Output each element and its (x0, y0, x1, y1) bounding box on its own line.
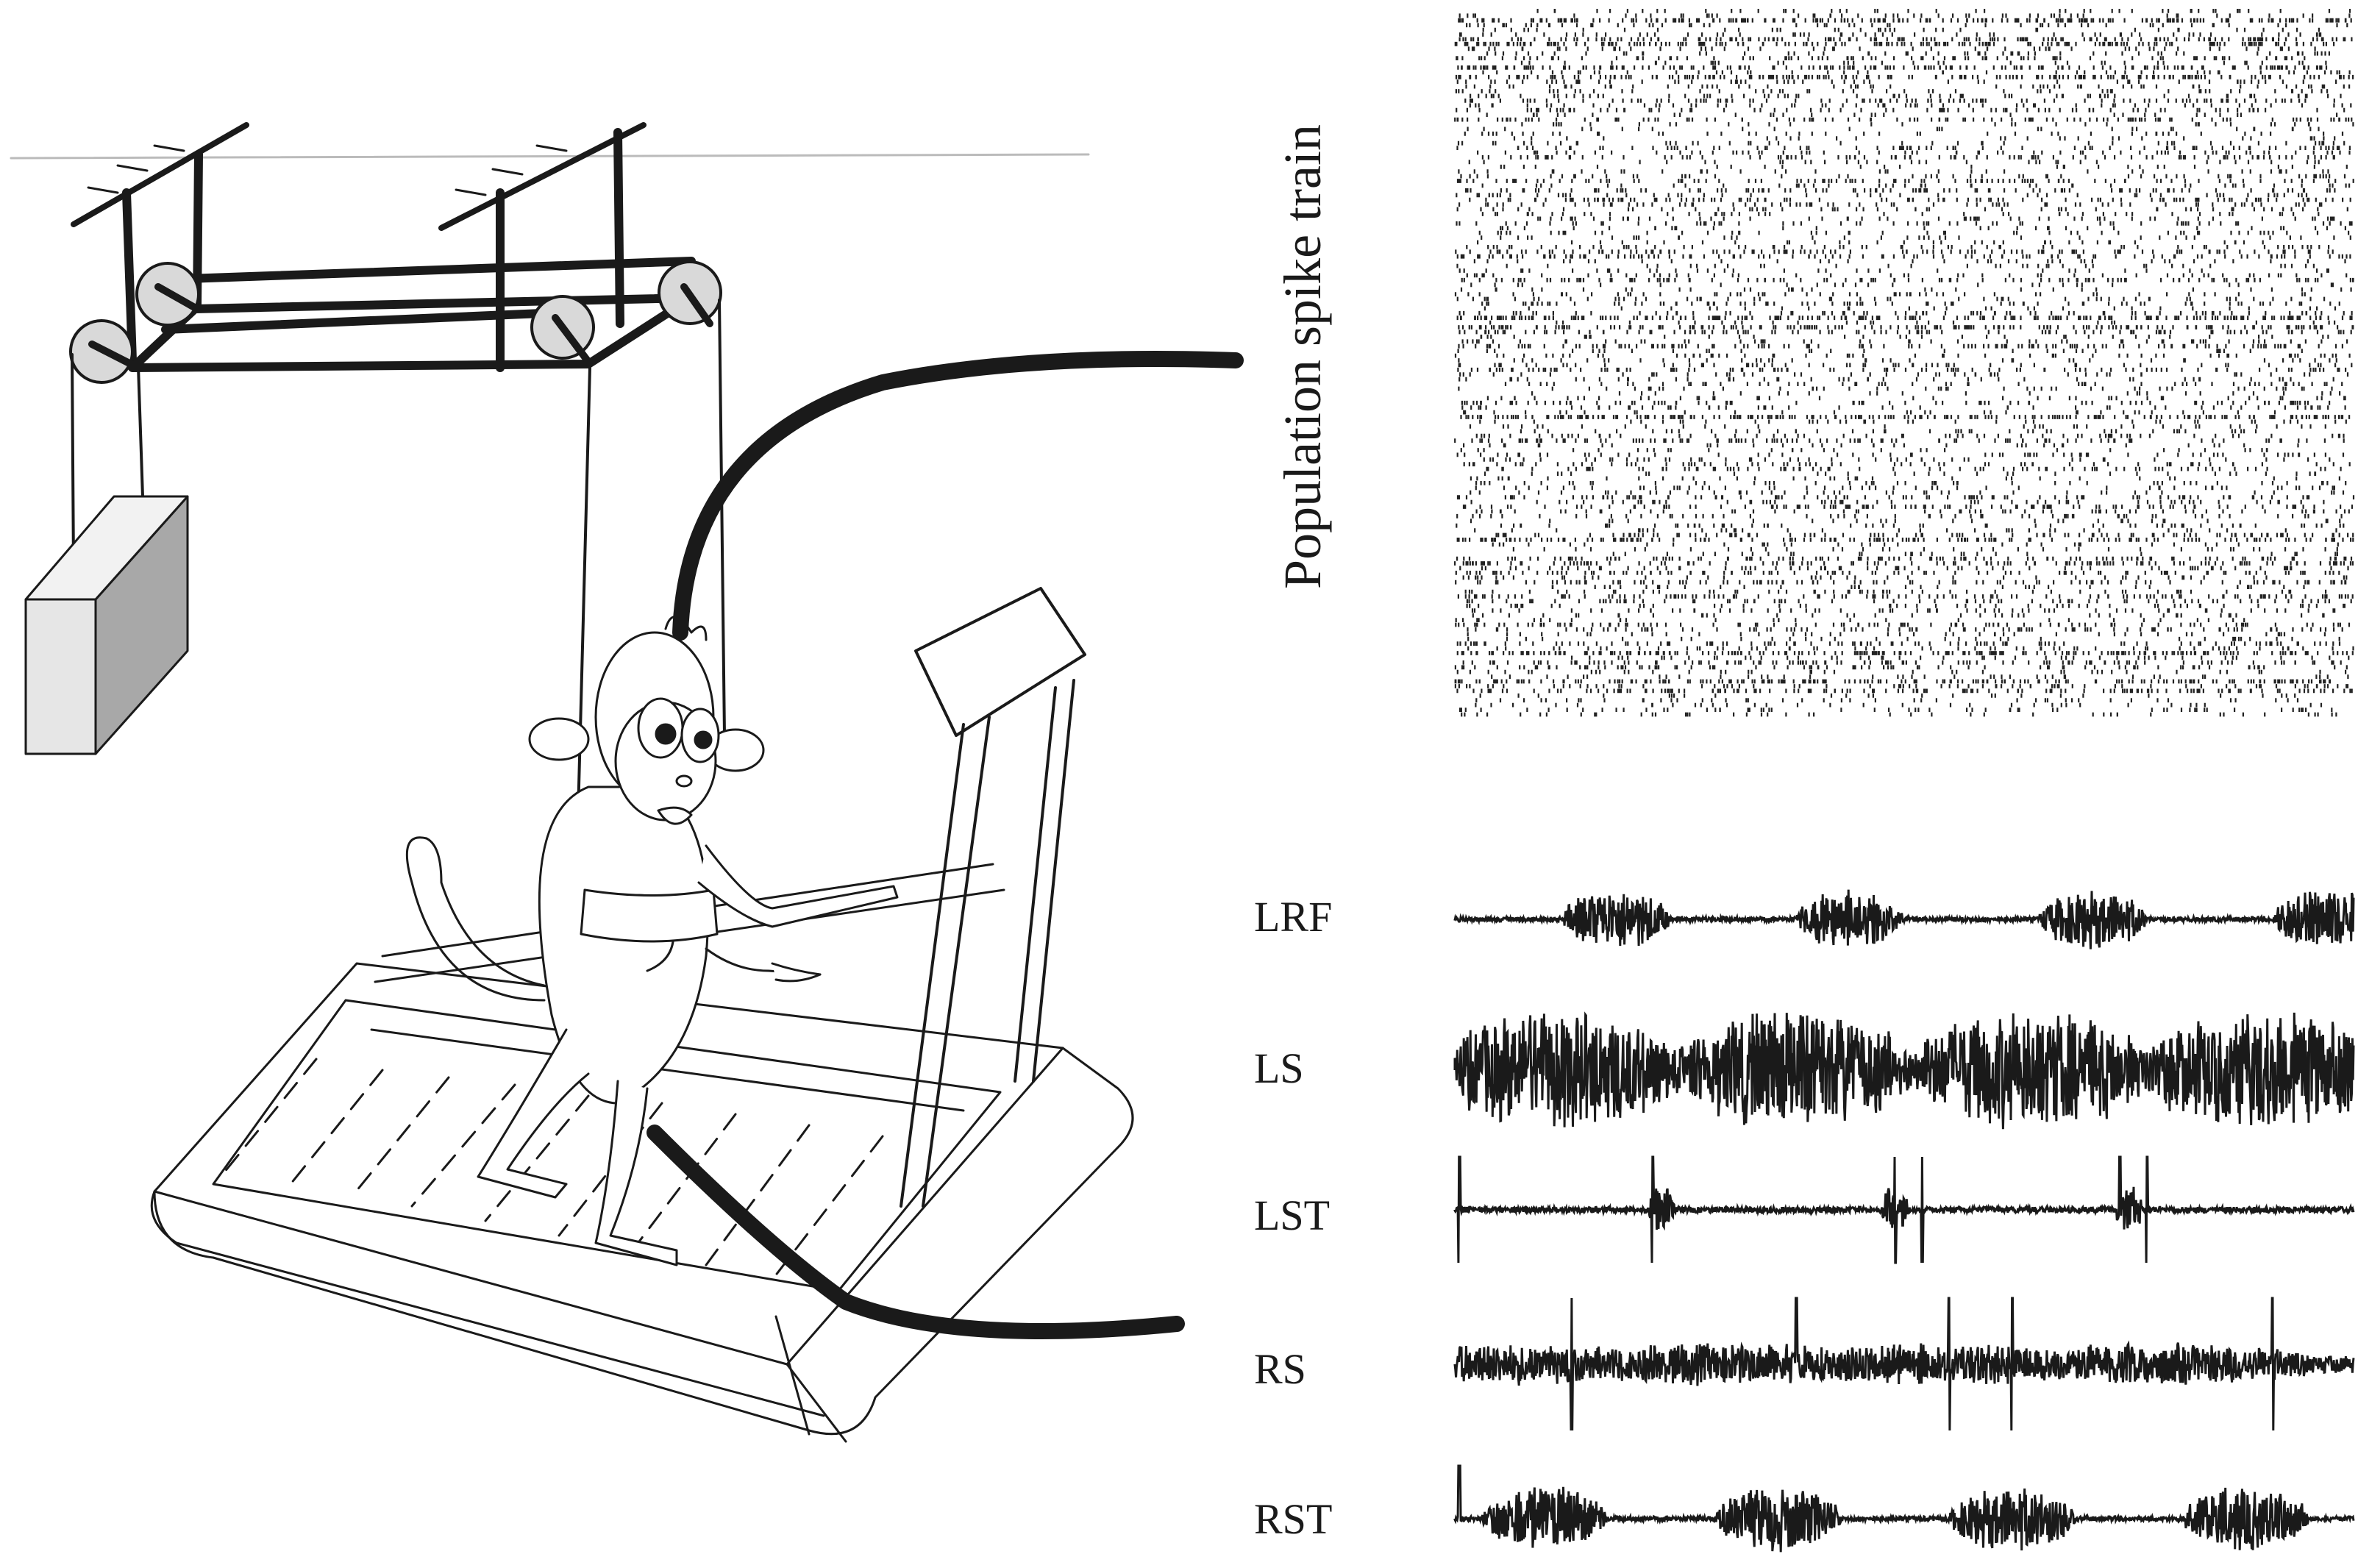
monkey-illustration (405, 616, 899, 1266)
emg-label-lrf: LRF (1254, 893, 1332, 941)
emg-channel-ls: LS (1254, 1011, 2355, 1130)
emg-cable (647, 1125, 1185, 1339)
overhead-frame (71, 122, 696, 372)
emg-label-rs: RS (1254, 1345, 1306, 1393)
emg-trace-lrf (1453, 889, 2355, 949)
counterweight-block (24, 495, 189, 755)
treadmill-console (900, 587, 1086, 1208)
emg-channel-lrf: LRF (1254, 889, 2355, 949)
emg-trace-rs (1453, 1297, 2355, 1431)
pulleys (69, 260, 722, 384)
spike-raster-ticks (1454, 9, 2355, 717)
emg-traces: LRF LS LST RS RST (1254, 889, 2355, 1553)
emg-channel-rst: RST (1254, 1464, 2355, 1553)
emg-label-ls: LS (1254, 1044, 1304, 1092)
neural-cable (672, 351, 1244, 641)
emg-label-rst: RST (1254, 1495, 1332, 1543)
emg-trace-ls (1453, 1011, 2355, 1130)
emg-label-lst: LST (1254, 1191, 1330, 1239)
emg-trace-rst (1453, 1464, 2355, 1553)
emg-channel-rs: RS (1254, 1297, 2355, 1431)
cables (71, 299, 726, 844)
emg-trace-lst (1453, 1155, 2355, 1264)
population-spike-train-label: Population spike train (1273, 124, 1332, 589)
emg-channel-lst: LST (1254, 1155, 2355, 1264)
spike-raster-plot (1454, 9, 2355, 717)
treadmill-apparatus-illustration (10, 122, 1244, 1443)
